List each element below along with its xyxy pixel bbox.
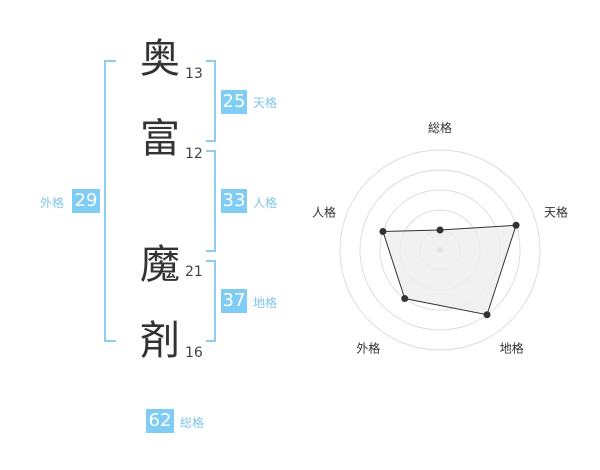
stroke-count-2: 12 (185, 146, 203, 162)
name-char-1: 奥 (140, 36, 180, 82)
chikaku-value: 37 (221, 289, 247, 313)
jinkaku-label: 人格 (253, 196, 278, 210)
name-char-4: 剤 (140, 318, 180, 364)
radar-axis-label: 天格 (544, 204, 568, 219)
jinkaku-value: 33 (221, 189, 247, 213)
stroke-count-1: 13 (185, 66, 203, 82)
tenkaku-bracket (206, 60, 216, 142)
radar-point (436, 226, 444, 234)
gaikaku-label: 外格 (40, 196, 65, 210)
name-char-3: 魔 (140, 242, 180, 288)
radar-axis-label: 総格 (428, 120, 452, 135)
stroke-count-4: 16 (185, 345, 203, 361)
gaikaku-value: 29 (72, 189, 100, 213)
soukaku-value: 62 (146, 409, 174, 433)
radar-point (483, 311, 491, 319)
radar-axis-label: 人格 (312, 204, 336, 219)
soukaku-label: 総格 (180, 416, 205, 430)
chikaku-bracket (206, 260, 216, 342)
chikaku-label: 地格 (253, 296, 278, 310)
name-char-2: 富 (140, 116, 180, 162)
gaikaku-bracket (104, 60, 116, 342)
tenkaku-label: 天格 (253, 96, 278, 110)
radar-grid-ring (359, 169, 521, 331)
radar-axis-label: 外格 (356, 341, 380, 356)
jinkaku-bracket (206, 150, 216, 252)
radar-point (401, 295, 409, 303)
radar-polygon (382, 224, 517, 316)
radar-axis-label: 地格 (500, 341, 524, 356)
radar-point (379, 227, 387, 235)
radar-grid-ring (339, 149, 541, 351)
tenkaku-value: 25 (221, 90, 247, 114)
radar-shape (379, 221, 520, 319)
radar-point (512, 221, 520, 229)
stroke-count-3: 21 (185, 264, 203, 280)
